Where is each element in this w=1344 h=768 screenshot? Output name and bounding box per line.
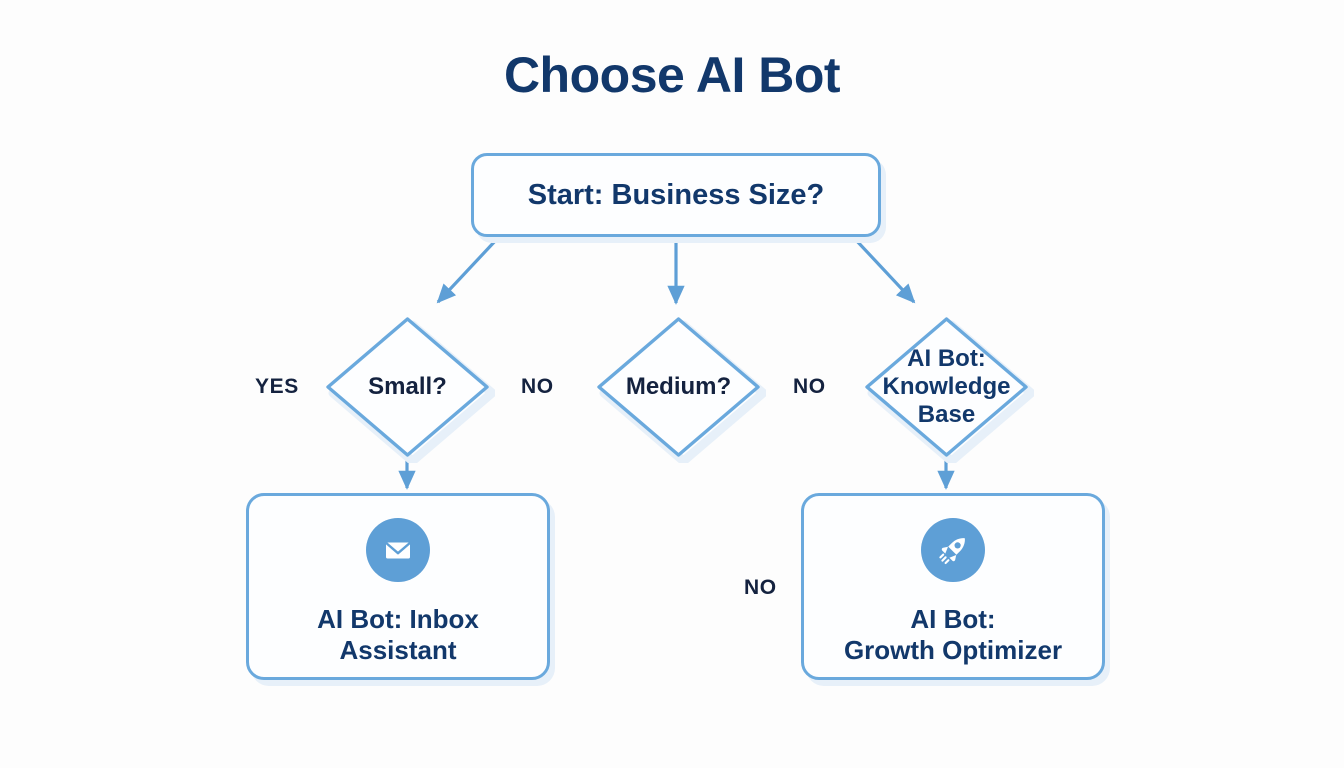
- edge-label-small-no: NO: [521, 375, 554, 398]
- node-result-growth[interactable]: AI Bot: Growth Optimizer: [801, 493, 1105, 680]
- rocket-icon: [921, 518, 985, 582]
- edge-label-growth-no: NO: [744, 576, 777, 599]
- edge-start-to-knowledge: [853, 237, 916, 304]
- node-start[interactable]: Start: Business Size?: [471, 153, 881, 237]
- node-decision-medium[interactable]: Medium?: [591, 311, 766, 463]
- node-decision-small-label: Small?: [368, 373, 447, 401]
- node-decision-small[interactable]: Small?: [320, 311, 495, 463]
- edge-label-small-yes: YES: [255, 375, 299, 398]
- node-decision-medium-label: Medium?: [625, 373, 732, 401]
- edge-start-to-small: [436, 237, 499, 304]
- node-result-growth-label: AI Bot: Growth Optimizer: [843, 604, 1063, 666]
- diamond-shape-knowledge: [865, 317, 1034, 463]
- diamond-shape-small: [326, 317, 495, 463]
- diamond-shape-medium: [597, 317, 766, 463]
- page-title: Choose AI Bot: [503, 47, 841, 103]
- node-decision-knowledge[interactable]: AI Bot: Knowledge Base: [859, 311, 1034, 463]
- node-start-label: Start: Business Size?: [527, 178, 825, 211]
- edge-label-medium-no: NO: [793, 375, 826, 398]
- node-result-inbox[interactable]: AI Bot: Inbox Assistant: [246, 493, 550, 680]
- node-result-inbox-label: AI Bot: Inbox Assistant: [317, 604, 479, 666]
- envelope-icon: [366, 518, 430, 582]
- node-decision-knowledge-label: AI Bot: Knowledge Base: [882, 345, 1011, 428]
